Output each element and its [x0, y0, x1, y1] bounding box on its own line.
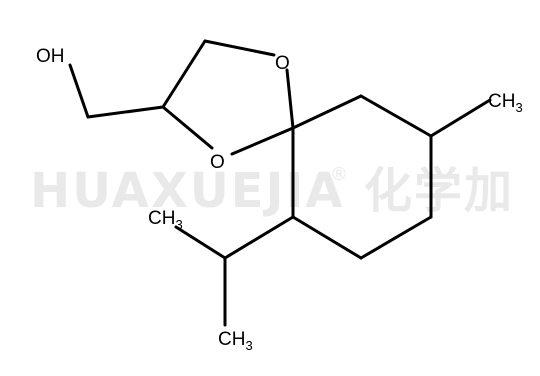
bond-oh-ch2 [68, 63, 90, 119]
bond-c3-c2 [161, 39, 207, 109]
methyl-lower-label: CH3 [218, 329, 253, 353]
bond-ch2-c3 [86, 105, 165, 119]
ring-oxygen-bottom-label: O [210, 152, 225, 173]
watermark: HUAXUEJIA ® 化学加 [30, 163, 514, 219]
bond-c9-c10 [291, 215, 363, 260]
bond-o-bottom-spiro [230, 126, 295, 156]
watermark-brand: HUAXUEJIA [30, 163, 344, 219]
methyl-upper-label: CH3 [148, 208, 183, 232]
atom-labels: OH O O CH3 CH3 CH3 [36, 46, 523, 353]
bond-c2-o-top [203, 39, 276, 57]
bond-isopropyl-ch3-upper [174, 225, 227, 260]
bond-c6-c7 [359, 94, 433, 138]
bond-spiro-c6 [291, 94, 363, 130]
methyl-right-label: CH3 [488, 91, 523, 115]
bond-o-top-spiro [285, 68, 295, 130]
bond-c3-o-bottom [161, 105, 214, 150]
bond-c10-isopropyl [223, 215, 295, 260]
bond-c8-c9 [359, 215, 433, 260]
ring-oxygen-top-label: O [275, 53, 290, 74]
bond-c7-methyl [429, 98, 492, 138]
hydroxyl-label: OH [36, 46, 65, 67]
bonds [68, 39, 492, 327]
watermark-registered-mark: ® [330, 164, 348, 185]
watermark-chinese: 化学加 [364, 163, 514, 219]
